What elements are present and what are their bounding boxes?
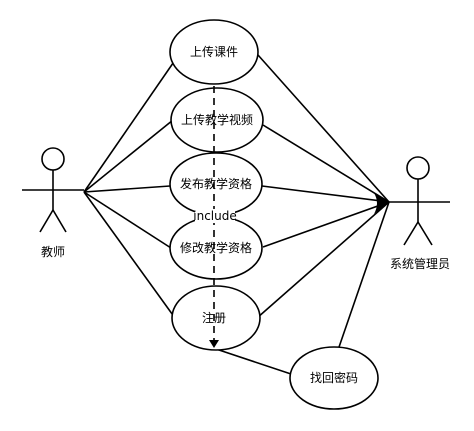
actor-admin-head (406, 156, 430, 180)
actor-admin-right-leg (417, 221, 433, 246)
actor-teacher[interactable] (22, 147, 84, 233)
assoc-recover-admin (337, 201, 390, 351)
actor-admin-label: 系统管理员 (390, 256, 450, 271)
admin-arrowhead (374, 193, 390, 214)
actor-admin[interactable] (387, 156, 450, 246)
assoc-modify-admin (262, 201, 390, 248)
assoc-teacher-publish (83, 185, 171, 193)
usecase-upload-video[interactable] (170, 87, 264, 153)
actor-teacher-right-leg (52, 209, 67, 233)
usecase-upload-courseware-label: 上传课件 (190, 44, 238, 59)
use-cases (169, 19, 379, 410)
actor-teacher-head (41, 147, 65, 171)
usecase-upload-courseware[interactable] (169, 19, 259, 85)
assoc-register-admin (256, 201, 390, 319)
admin-associations (256, 54, 390, 351)
assoc-upload-video-admin (262, 124, 390, 203)
include-label-bg (195, 209, 235, 223)
assoc-teacher-modify (83, 191, 172, 249)
assoc-teacher-upload-courseware (83, 52, 181, 193)
actor-teacher-label: 教师 (41, 244, 65, 259)
usecase-upload-video-label: 上传教学视频 (181, 112, 253, 127)
usecase-register[interactable] (171, 285, 261, 351)
usecase-modify-qualification-label: 修改教学资格 (180, 240, 252, 255)
actor-teacher-left-leg (39, 209, 54, 233)
include-label: include (193, 209, 236, 223)
usecase-recover-password-label: 找回密码 (310, 370, 358, 385)
assoc-teacher-upload-video (83, 119, 174, 193)
actor-admin-left-leg (403, 221, 419, 246)
usecase-publish-qualification-label: 发布教学资格 (180, 176, 252, 191)
usecase-register-label: 注册 (202, 310, 226, 325)
assoc-publish-admin (261, 185, 390, 203)
assoc-upload-courseware-admin (257, 54, 390, 203)
teacher-associations (83, 52, 181, 319)
usecase-recover-password[interactable] (289, 346, 379, 410)
assoc-teacher-register (83, 191, 176, 319)
assoc-register-recover (212, 347, 292, 375)
